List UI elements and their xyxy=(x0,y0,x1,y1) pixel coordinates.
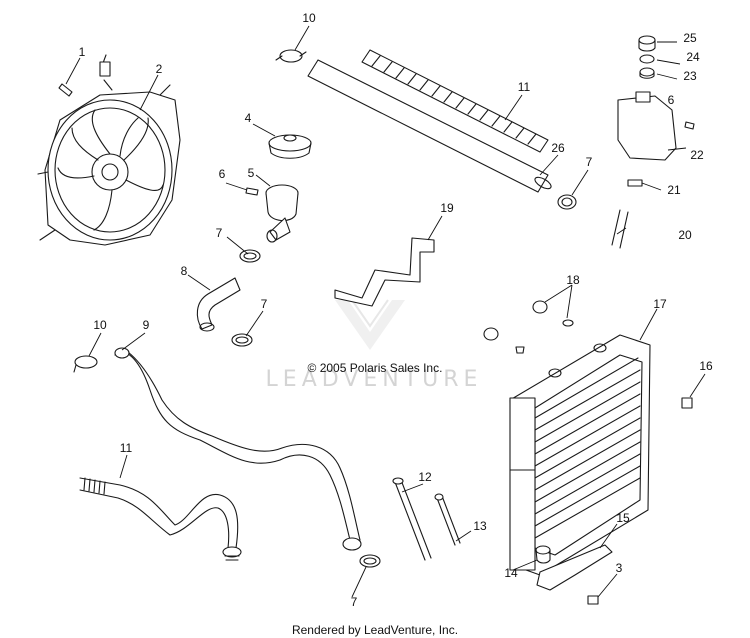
watermark-text: LEADVENTURE xyxy=(266,367,483,392)
callout-4: 4 xyxy=(245,111,252,125)
copyright-notice: © 2005 Polaris Sales Inc. xyxy=(307,361,443,375)
callout-14: 14 xyxy=(504,566,518,580)
callout-15: 15 xyxy=(616,511,630,525)
callout-23: 23 xyxy=(683,69,697,83)
coolant-reservoir xyxy=(617,91,677,161)
callout-13: 13 xyxy=(473,519,487,533)
bolt-6-left xyxy=(245,187,259,196)
radiator-cap xyxy=(268,134,312,159)
callout-10-left: 10 xyxy=(93,318,107,332)
seal-24 xyxy=(639,54,655,64)
callout-18: 18 xyxy=(566,273,580,287)
callout-16: 16 xyxy=(699,359,713,373)
watermark-logo xyxy=(335,299,405,350)
fan-assembly xyxy=(37,54,181,246)
callout-3: 3 xyxy=(616,561,623,575)
clamp-7-d xyxy=(359,554,381,568)
callout-20: 20 xyxy=(678,228,692,242)
bolt-3 xyxy=(587,595,599,605)
callout-17: 17 xyxy=(653,297,667,311)
hose-9 xyxy=(114,347,362,551)
leader-lines xyxy=(65,25,706,598)
fitting-21 xyxy=(627,179,643,187)
callout-21: 21 xyxy=(667,183,681,197)
bracket-19 xyxy=(334,237,435,307)
fastener-1 xyxy=(58,83,73,97)
callout-labels: 1 2 3 4 5 6 6 7 7 7 7 7 8 9 10 10 11 11 … xyxy=(79,11,713,609)
clamp-7-b xyxy=(231,333,253,347)
callout-8: 8 xyxy=(181,264,188,278)
callout-11-lower: 11 xyxy=(120,441,133,455)
callout-12: 12 xyxy=(418,470,432,484)
callout-25: 25 xyxy=(683,31,697,45)
ring-23 xyxy=(639,67,655,79)
bracket-15 xyxy=(536,544,613,591)
callout-7-b: 7 xyxy=(261,297,268,311)
grommets-18 xyxy=(483,300,574,354)
callout-22: 22 xyxy=(690,148,704,162)
tube-20 xyxy=(611,209,629,249)
bushing-14 xyxy=(535,545,551,564)
callout-7-d: 7 xyxy=(351,595,358,609)
rod-13 xyxy=(434,493,461,546)
callout-9: 9 xyxy=(143,318,150,332)
callout-10-top: 10 xyxy=(302,11,316,25)
callout-1: 1 xyxy=(79,45,86,59)
callout-26: 26 xyxy=(551,141,565,155)
callout-2: 2 xyxy=(156,62,163,76)
filler-neck xyxy=(265,184,299,243)
rendered-by-credit: Rendered by LeadVenture, Inc. xyxy=(291,623,459,637)
callout-6-left: 6 xyxy=(219,167,226,181)
bolt-6-right xyxy=(684,121,695,130)
callout-24: 24 xyxy=(686,50,700,64)
clamp-10-left xyxy=(73,355,98,373)
cap-25 xyxy=(638,35,656,52)
clamp-7-c xyxy=(557,194,577,210)
callout-19: 19 xyxy=(440,201,454,215)
callout-7-a: 7 xyxy=(216,226,223,240)
bolt-16 xyxy=(681,397,693,409)
sleeve-tube-group xyxy=(307,49,552,193)
callout-11-top: 11 xyxy=(518,80,531,94)
callout-6-right: 6 xyxy=(668,93,675,107)
callout-5: 5 xyxy=(248,166,255,180)
callout-7-c: 7 xyxy=(586,155,593,169)
rod-12 xyxy=(392,477,432,561)
radiator-17 xyxy=(509,334,651,576)
hose-11-lower xyxy=(79,477,242,561)
clamp-10-top xyxy=(275,49,307,63)
clamp-7-a xyxy=(239,249,261,263)
hose-8 xyxy=(196,277,241,330)
